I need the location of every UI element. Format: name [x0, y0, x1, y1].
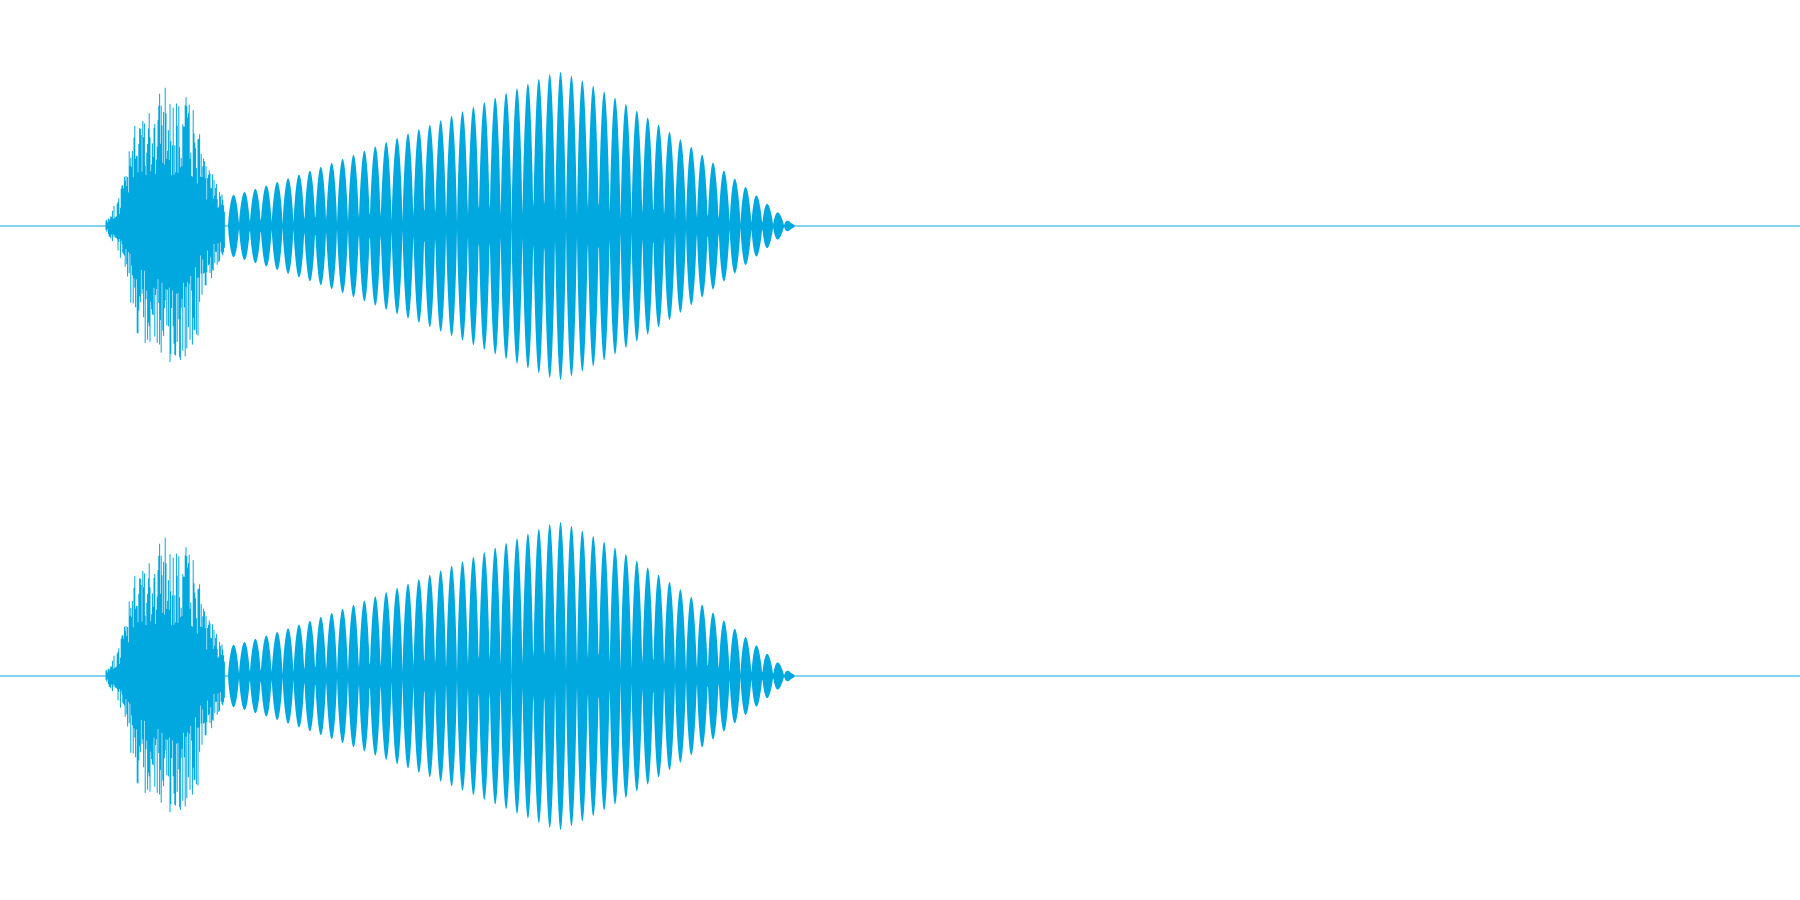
tone-segment — [228, 521, 795, 831]
waveform-channel-1 — [0, 71, 1800, 381]
noise-burst — [105, 87, 225, 363]
waveform-channel-2 — [0, 521, 1800, 831]
noise-burst — [105, 537, 225, 813]
tone-segment — [228, 71, 795, 381]
